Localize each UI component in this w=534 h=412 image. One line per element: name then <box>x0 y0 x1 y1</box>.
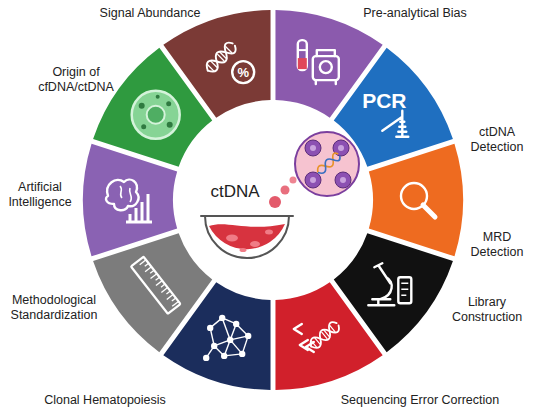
segment-icon <box>401 183 435 217</box>
segment-icon <box>131 257 181 314</box>
segment-label: Signal Abundance <box>80 6 220 21</box>
segment-icon <box>298 40 339 84</box>
center-title: ctDNA <box>210 182 259 202</box>
segment-label: Library Construction <box>441 295 533 325</box>
segment-icon <box>294 320 342 352</box>
segment-shape <box>273 280 385 390</box>
segment-icon <box>203 40 254 83</box>
segment-label: Clonal Hematopoiesis <box>30 393 180 408</box>
segment-label: Origin of cfDNA/ctDNA <box>28 65 124 95</box>
ring-segment: Sequencing Error Correction <box>273 280 385 390</box>
segment-icon <box>106 180 152 222</box>
segment-label: ctDNA Detection <box>460 125 534 155</box>
segment-label: Methodological Standardization <box>0 293 110 323</box>
segment-fill <box>275 282 382 390</box>
segment-icon <box>382 111 408 137</box>
center-illustration <box>177 104 369 296</box>
segment-label: Pre-analytical Bias <box>345 6 485 21</box>
segment-label: Sequencing Error Correction <box>315 393 525 408</box>
icon-text: PCR <box>362 89 406 113</box>
segment-icon <box>368 263 411 305</box>
segment-icon <box>132 91 180 139</box>
icon-text: % <box>237 65 249 80</box>
segment-label: Artificial Intelligence <box>0 180 80 210</box>
segment-label: MRD Detection <box>460 230 534 260</box>
center-circle: ctDNA <box>177 104 369 296</box>
segment-icon <box>203 315 251 361</box>
